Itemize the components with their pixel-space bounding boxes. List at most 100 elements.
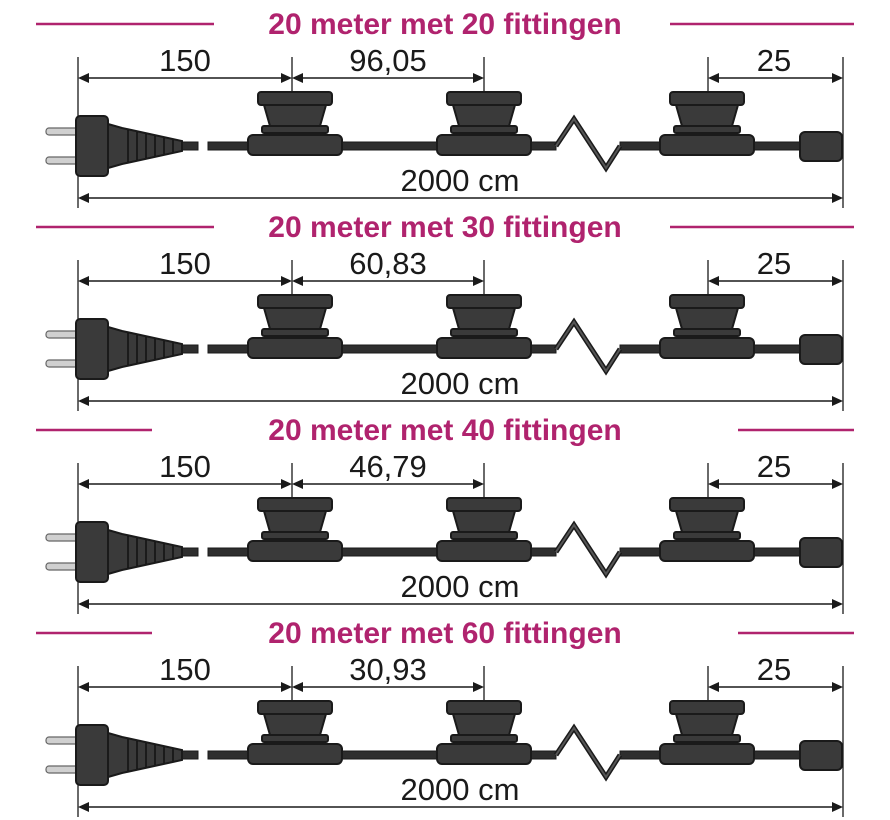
dimension-spacing — [292, 73, 484, 83]
cable — [529, 344, 557, 354]
dimension-total — [78, 193, 843, 203]
arrowhead-left — [78, 276, 89, 286]
arrowhead-right — [473, 73, 484, 83]
cable — [529, 750, 557, 760]
bulb-socket-icon — [659, 700, 755, 765]
cable — [339, 141, 441, 151]
arrowhead-right — [832, 193, 843, 203]
power-plug-icon — [45, 521, 183, 583]
arrowhead-right — [281, 682, 292, 692]
cable — [339, 547, 441, 557]
cable — [181, 547, 199, 557]
cable — [751, 750, 801, 760]
dimension-spacing — [292, 682, 484, 692]
section-3: 20 meter met 40 fittingen 150 46,79 25 2000 … — [36, 414, 854, 614]
cable — [619, 547, 663, 557]
power-plug-icon — [45, 318, 183, 380]
arrowhead-right — [281, 479, 292, 489]
bulb-socket-icon — [247, 91, 343, 156]
section-title: 20 meter met 60 fittingen — [268, 617, 621, 650]
lead-length-label: 150 — [159, 652, 211, 687]
dimension-total — [78, 802, 843, 812]
arrowhead-left — [78, 599, 89, 609]
arrowhead-right — [832, 599, 843, 609]
total-length-label: 2000 cm — [401, 772, 520, 807]
dimension-lead — [78, 73, 292, 83]
cable — [751, 344, 801, 354]
arrowhead-right — [832, 276, 843, 286]
cable — [529, 547, 557, 557]
power-plug-icon — [45, 115, 183, 177]
dimension-lead — [78, 479, 292, 489]
dimension-total — [78, 599, 843, 609]
bulb-socket-icon — [436, 91, 532, 156]
arrowhead-left — [708, 682, 719, 692]
arrowhead-right — [473, 479, 484, 489]
dimension-lead — [78, 276, 292, 286]
dimension-tail — [708, 276, 843, 286]
tail-length-label: 25 — [757, 449, 791, 484]
arrowhead-right — [473, 682, 484, 692]
spacing-label: 60,83 — [349, 246, 427, 281]
bulb-socket-icon — [659, 294, 755, 359]
dimension-lead — [78, 682, 292, 692]
cable — [339, 344, 441, 354]
cable — [751, 141, 801, 151]
cable — [207, 141, 251, 151]
cable — [181, 141, 199, 151]
arrowhead-right — [832, 396, 843, 406]
dimension-total — [78, 396, 843, 406]
tail-length-label: 25 — [757, 652, 791, 687]
arrowhead-left — [708, 479, 719, 489]
cable — [751, 547, 801, 557]
zigzag-break-highlight — [555, 320, 621, 373]
arrowhead-right — [281, 276, 292, 286]
arrowhead-left — [292, 73, 303, 83]
bulb-socket-icon — [247, 294, 343, 359]
cable — [619, 750, 663, 760]
spacing-label: 30,93 — [349, 652, 427, 687]
arrowhead-left — [708, 276, 719, 286]
dimension-tail — [708, 479, 843, 489]
arrowhead-left — [292, 682, 303, 692]
total-length-label: 2000 cm — [401, 163, 520, 198]
zigzag-break-highlight — [555, 726, 621, 779]
dimension-tail — [708, 682, 843, 692]
end-cap-icon — [799, 740, 843, 771]
section-title: 20 meter met 40 fittingen — [268, 414, 621, 447]
arrowhead-right — [473, 276, 484, 286]
lead-length-label: 150 — [159, 246, 211, 281]
bulb-socket-icon — [247, 497, 343, 562]
section-title: 20 meter met 20 fittingen — [268, 8, 621, 41]
arrowhead-left — [78, 73, 89, 83]
arrowhead-left — [292, 276, 303, 286]
lead-length-label: 150 — [159, 449, 211, 484]
arrowhead-left — [78, 802, 89, 812]
arrowhead-left — [78, 479, 89, 489]
arrowhead-right — [832, 73, 843, 83]
total-length-label: 2000 cm — [401, 569, 520, 604]
spacing-label: 46,79 — [349, 449, 427, 484]
lead-length-label: 150 — [159, 43, 211, 78]
cable — [339, 750, 441, 760]
dimension-spacing — [292, 276, 484, 286]
arrowhead-left — [708, 73, 719, 83]
arrowhead-left — [78, 682, 89, 692]
spacing-label: 96,05 — [349, 43, 427, 78]
arrowhead-right — [281, 73, 292, 83]
cable — [529, 141, 557, 151]
bulb-socket-icon — [436, 700, 532, 765]
end-cap-icon — [799, 537, 843, 568]
bulb-socket-icon — [247, 700, 343, 765]
arrowhead-left — [78, 193, 89, 203]
zigzag-break-highlight — [555, 523, 621, 576]
tail-length-label: 25 — [757, 246, 791, 281]
section-title: 20 meter met 30 fittingen — [268, 211, 621, 244]
power-plug-icon — [45, 724, 183, 786]
cable — [181, 344, 199, 354]
arrowhead-left — [292, 479, 303, 489]
arrowhead-right — [832, 479, 843, 489]
